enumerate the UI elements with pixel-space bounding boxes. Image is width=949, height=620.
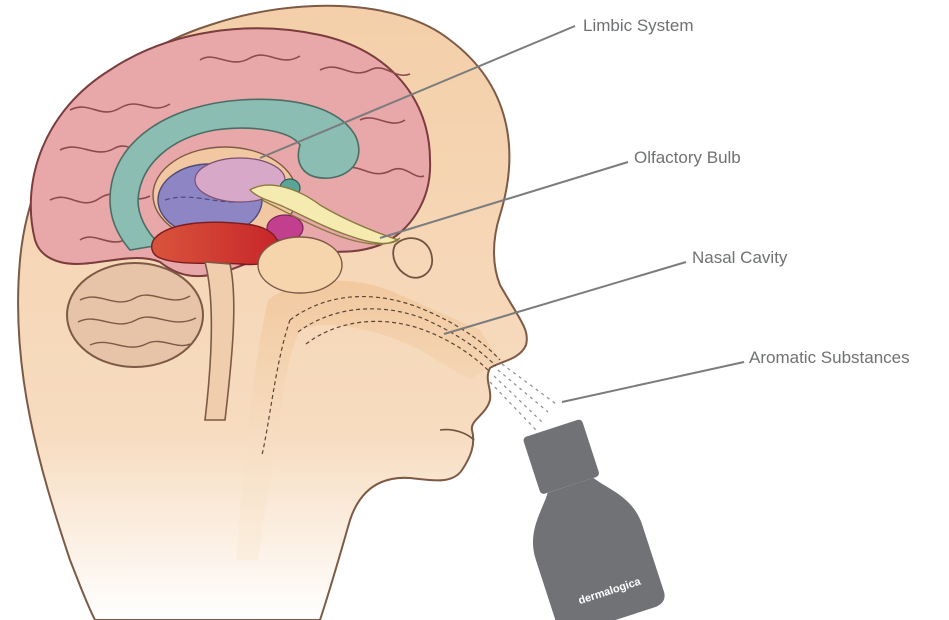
spray-mist — [490, 364, 556, 430]
cerebellum — [67, 263, 203, 367]
spray-bottle: dermalogica — [499, 411, 668, 620]
label-aromatic-substances: Aromatic Substances — [749, 348, 910, 368]
pituitary — [258, 237, 342, 293]
leader-line-aromatic — [562, 362, 744, 402]
label-nasal-cavity: Nasal Cavity — [692, 248, 787, 268]
label-limbic-system: Limbic System — [583, 16, 694, 36]
label-olfactory-bulb: Olfactory Bulb — [634, 148, 741, 168]
